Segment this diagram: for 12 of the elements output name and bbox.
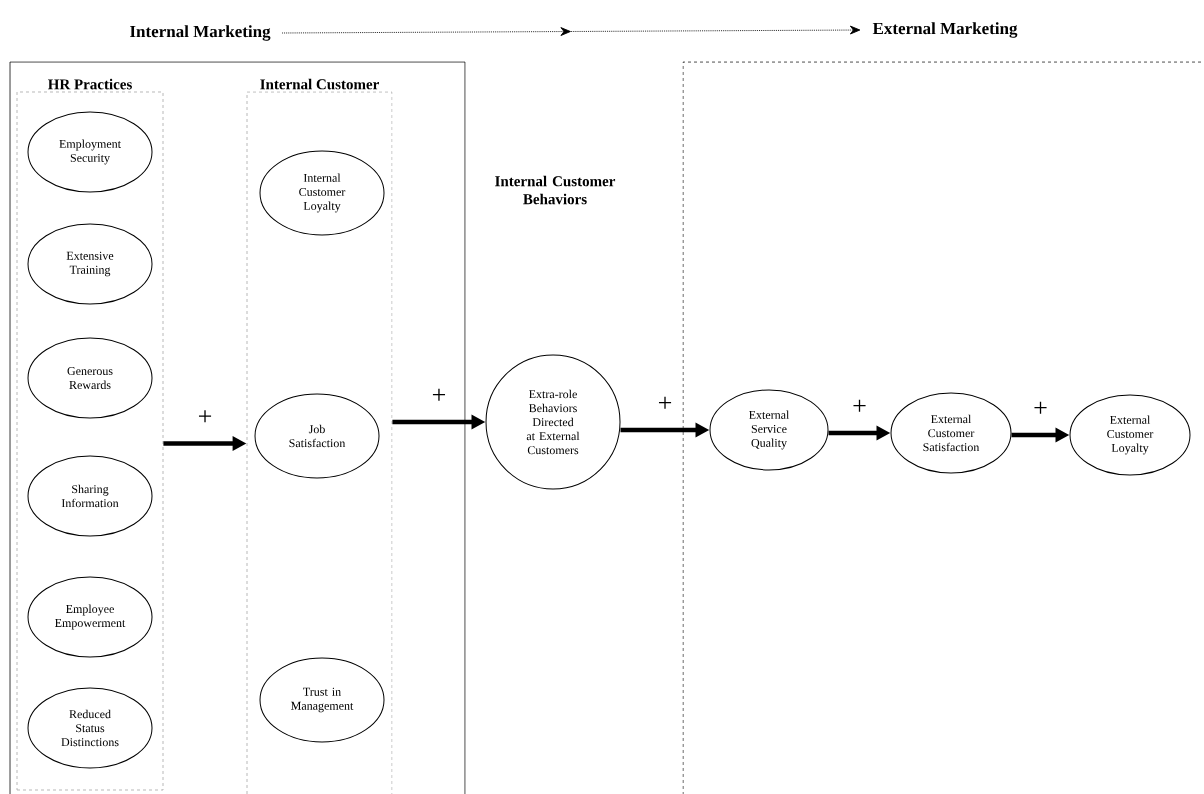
heading-text: Internal Customer Behaviors	[495, 175, 616, 205]
edge-label: +	[1032, 400, 1049, 418]
edge-label: +	[656, 395, 674, 413]
node-label: HR Practices	[47, 78, 132, 90]
section-frame	[9, 61, 466, 794]
edge-label: +	[430, 387, 448, 405]
node-label: Internal Customer	[260, 78, 379, 90]
heading-text: External Marketing	[872, 22, 1018, 38]
arrow	[281, 25, 861, 36]
edge-label: +	[196, 409, 214, 426]
heading-text: Internal Marketing	[130, 25, 271, 41]
edge-label: +	[851, 398, 868, 416]
